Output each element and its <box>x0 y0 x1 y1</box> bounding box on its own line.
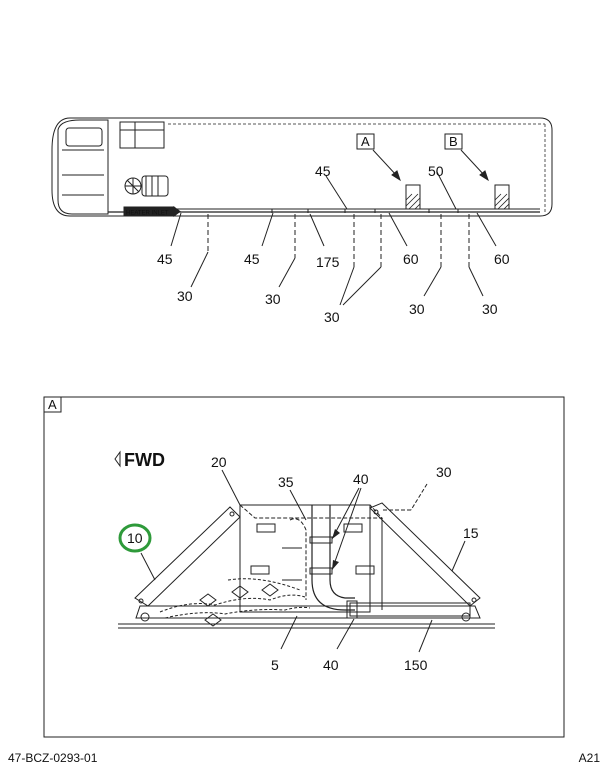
detail-arrowheads <box>332 529 340 570</box>
view-arrows <box>372 149 489 182</box>
callout-45-a: 45 <box>157 251 173 267</box>
callout-30-d: 30 <box>409 301 425 317</box>
callout-20: 20 <box>211 454 227 470</box>
view-tag-b: B <box>444 133 463 150</box>
callout-60-a: 60 <box>403 251 419 267</box>
callout-30-e: 30 <box>482 301 498 317</box>
coolant-pipe <box>311 505 355 611</box>
heater-core-box <box>239 504 371 613</box>
parts-diagram: HEATER INLET A B <box>43 117 565 738</box>
callout-15: 15 <box>463 525 479 541</box>
highlight-circle <box>118 523 152 553</box>
document-id: 47-BCZ-0293-01 <box>8 751 98 765</box>
fwd-label: FWD <box>124 450 165 470</box>
callout-10: 10 <box>127 530 143 546</box>
detail-leaders <box>140 469 466 653</box>
cab-outline <box>57 119 109 215</box>
callout-30-c: 30 <box>324 309 340 325</box>
heater-tube <box>349 602 471 617</box>
callout-45-b: 45 <box>244 251 260 267</box>
detail-a-tag: A <box>43 396 62 413</box>
callout-30-detail: 30 <box>436 464 452 480</box>
callout-45-top: 45 <box>315 163 331 179</box>
callout-60-b: 60 <box>494 251 510 267</box>
detail-callouts: 20 35 40 30 15 10 5 40 150 <box>127 454 479 673</box>
overview-callouts: 45 50 45 45 175 60 60 30 30 30 30 30 <box>157 163 510 325</box>
bus-overview <box>51 117 553 217</box>
callout-30-a: 30 <box>177 288 193 304</box>
heater-b <box>494 184 510 210</box>
heater-inlet-label: HEATER INLET <box>126 211 169 217</box>
engine-block <box>119 121 165 149</box>
heater-assembly <box>118 502 495 629</box>
svg-text:A: A <box>361 134 370 149</box>
detail-a-frame <box>43 396 565 738</box>
callout-35: 35 <box>278 474 294 490</box>
callout-40-bottom: 40 <box>323 657 339 673</box>
callout-5: 5 <box>271 657 279 673</box>
heater-a <box>405 184 421 210</box>
right-support <box>369 502 481 607</box>
overview-leaders <box>170 171 497 306</box>
view-tag-a: A <box>356 133 375 150</box>
fwd-arrow-icon <box>114 450 121 468</box>
callout-30-b: 30 <box>265 291 281 307</box>
left-support <box>134 506 241 607</box>
callout-40-top: 40 <box>353 471 369 487</box>
callout-50: 50 <box>428 163 444 179</box>
bus-body-outline <box>51 117 553 217</box>
svg-text:B: B <box>449 134 458 149</box>
callout-175: 175 <box>316 254 340 270</box>
svg-text:A: A <box>48 397 57 412</box>
page-number: A21 <box>578 751 600 765</box>
callout-150: 150 <box>404 657 428 673</box>
